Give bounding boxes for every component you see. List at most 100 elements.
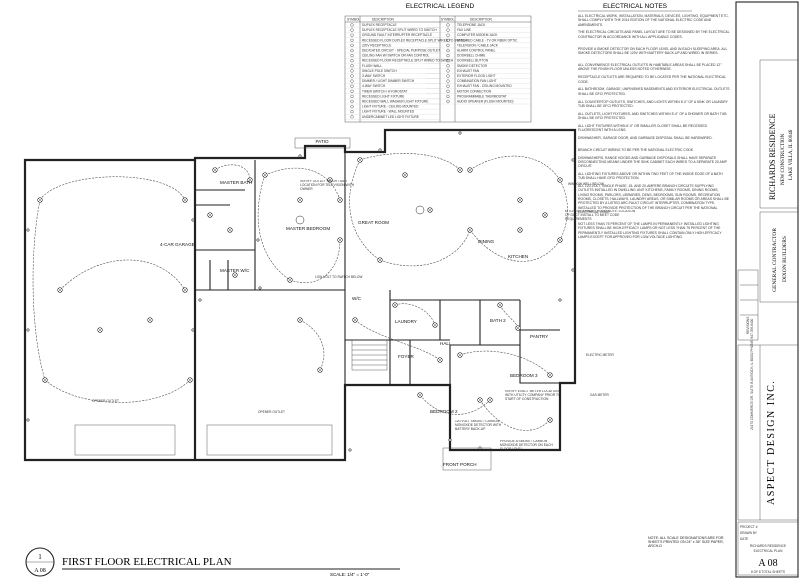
note-item: RECEPTACLE OUTLETS ARE REQUIRED TO BE LO… [578,75,726,83]
meter-verify-note: VERIFY EXACT METER LOCATION WITH UTILITY… [505,390,561,401]
note-opener-2: OPENER OUTLET [258,410,285,414]
sheet-title: FIRST FLOOR ELECTRICAL PLAN [62,556,232,568]
legend-item: DOORBELL BUTTON [457,59,489,63]
note-item: THE ELECTRICAL CIRCUITS AND PANEL LAYOUT… [578,30,729,38]
room-front-porch: FRONT PORCH [443,462,477,467]
electrical-legend: ELECTRICAL LEGEND SYMBOL DESCRIPTION SYM… [344,3,532,123]
note-opener-1: OPENER OUTLET [92,399,119,403]
room-garage: 4-CAR GARAGE [160,242,195,247]
legend-symbol-icon [446,94,450,98]
notes-list: ALL ELECTRICAL WORK, INSTALLATION, MATER… [578,14,730,239]
note-item: DISHWASHER, GARAGE DOOR, AND GARBAGE DIS… [578,136,713,140]
legend-item: RECESSED WALL WASHER LIGHT FIXTURE [362,100,428,104]
sheet-number: A 08 [758,558,777,569]
room-pantry: PANTRY [530,334,548,339]
legend-item: UNDERCABINET LED LIGHT FIXTURE [362,115,419,119]
note-window-well: WINDOW WELL BELOW [568,182,604,186]
project-line3: LAKE VILLA, IL 60046 [789,129,794,180]
room-master-bath: MASTER BATH [220,180,252,185]
legend-item: MOTOR CONNECTION [457,89,492,93]
legend-item: SMOKE DETECTOR [457,64,488,68]
legend-symbol-icon [446,28,450,32]
legend-symbol-icon [446,53,450,58]
project-name: RICHARDS RESIDENCE [768,113,777,200]
legend-symbol-icon [350,115,354,119]
electrical-notes: ELECTRICAL NOTES ALL ELECTRICAL WORK, IN… [578,3,730,239]
legend-symbol-icon [350,28,354,32]
legend-item: PROGRAMMABLE THERMOSTAT [457,94,507,98]
floor-plan: PATIO MASTER BATH MASTER BEDROOM GREAT R… [23,128,635,471]
legend-symbol-icon [446,48,450,53]
room-laundry: LAUNDRY [395,319,417,324]
note-item: ALL ELECTRICAL WORK, INSTALLATION, MATER… [578,14,729,27]
note-item: ALL LIGHTING FIXTURES ABOVE OR WITHIN TW… [578,172,723,180]
legend-symbol-icon [350,74,354,78]
legend-item: DEDICATED CIRCUIT - SPECIAL PURPOSE OUTL… [362,49,440,53]
revisions-label: REVISIONS [746,317,750,334]
legend-symbol-icon [350,99,354,104]
legend-item: DUPLEX RECEPTACLE SPLIT WIRED TO SWITCH [362,28,437,32]
legend-col-symbol-right: SYMBOL [441,18,455,22]
patio-outline [294,137,351,149]
note-gas-meter: GAS METER [590,393,609,397]
drawn-by-label: DRAWN BY [740,531,758,535]
note-item: ALL BATHROOM, GARAGE, UNFINISHED BASEMEN… [578,87,730,95]
legend-item: ALARM CONTROL PANEL [457,49,496,53]
project-line2: NEW CONSTRUCTION [781,133,786,185]
sheet-title-block: 1 A 08 FIRST FLOOR ELECTRICAL PLAN SCALE… [25,536,724,577]
legend-symbol-icon [350,48,354,53]
legend-symbol-icon [446,79,450,83]
legend-symbol-icon [350,33,354,37]
legend-symbol-icon [350,79,354,83]
firm-address: 24170 COMMERCE DR. SUITE B ANTIOCH, IL 6… [750,318,754,430]
legend-col-desc-left: DESCRIPTION [372,18,394,22]
note-item: ALL COUNTERTOP OUTLETS, SWITCHES, AND LI… [578,100,728,108]
project-no-label: PROJECT # [740,525,758,529]
title-block: RICHARDS RESIDENCE NEW CONSTRUCTION LAKE… [735,1,799,578]
sheet-scale: SCALE: 1/4" = 1'-0" [330,572,370,577]
legend-symbol-icon [350,94,354,98]
room-bedroom3: BEDROOM 3 [510,373,538,378]
notes-title: ELECTRICAL NOTES [603,3,668,10]
legend-symbol-icon [350,84,354,88]
legend-item: DIMMER / LIGHT DIMMER SWITCH [362,79,415,83]
legend-symbol-icon [350,64,354,68]
legend-item: ENSURED CABLE - TV OR FIBER OPTIC [457,38,518,42]
fixture-symbols [26,131,575,452]
legend-symbol-icon [446,74,450,78]
legend-col-desc-right: DESCRIPTION [470,18,492,22]
legend-item: AUDIO SPEAKER (FLUSH MOUNTED) [457,100,514,104]
legend-item: 4-WAY SWITCH [362,84,386,88]
legend-item: DUPLEX RECEPTACLE [362,23,397,27]
legend-title: ELECTRICAL LEGEND [406,3,475,10]
legend-item: EXTERIOR FLOOD LIGHT [457,74,495,78]
room-bedroom2: BEDROOM 2 [430,409,458,414]
legend-item: SINGLE POLE SWITCH [362,69,397,73]
contractor-name: DIXON BUILDERS [782,236,788,282]
legend-item: 3-WAY SWITCH [362,74,386,78]
legend-symbol-icon [446,33,450,37]
legend-symbol-icon [446,69,450,73]
room-wic: W/C [352,296,362,301]
legend-item: CEILING FAN W/ SWITCH OR FAN CONTROL [362,54,430,58]
note-item: PROVIDE A SMOKE DETECTOR ON EACH FLOOR L… [578,47,727,55]
room-patio: PATIO [315,139,329,144]
legend-item: RECESSED FLOOR DUPLEX RECEPTACLE SPLIT W… [362,38,467,42]
legend-symbol-icon [350,53,354,58]
legend-symbol-icon [446,64,450,68]
legend-item: TELEPHONE JACK [457,23,486,27]
room-bath2: BATH 2 [490,318,506,323]
legend-item: 220V RECEPTACLE [362,43,391,47]
legend-item: EXHAUST FAN - CEILING MOUNTED [457,84,512,88]
room-foyer: FOYER [398,354,415,359]
sheet-of: 8 OF 8 TOTAL SHEETS [751,570,785,574]
ceiling-fan-icon [415,205,425,215]
legend-col-symbol-left: SYMBOL [347,18,361,22]
room-master-wic: MASTER W/C [220,268,250,273]
contractor-label: GENERAL CONTRACTOR [772,228,778,292]
note-lowvolt: LOW-VOLT TO SWITCH BELOW [315,275,362,279]
room-great-room: GREAT ROOM [358,220,389,225]
legend-item: FAX LINE [457,28,471,32]
